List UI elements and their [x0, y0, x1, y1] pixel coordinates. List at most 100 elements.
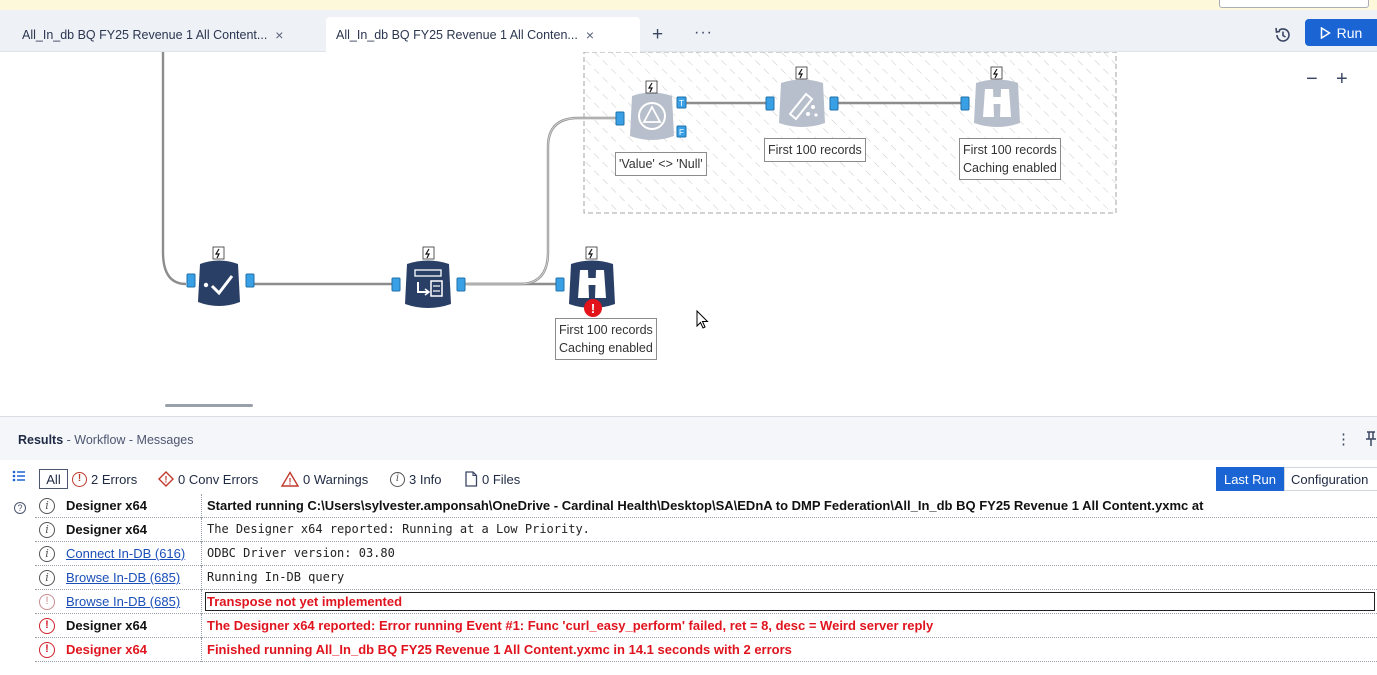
filter-files-label: 0 Files: [482, 471, 521, 487]
browse-in-db-annotation: First 100 records Caching enabled: [555, 318, 657, 360]
filter-all[interactable]: All: [39, 469, 68, 489]
error-icon: !: [39, 594, 55, 610]
notification-button[interactable]: [1219, 0, 1369, 8]
history-icon[interactable]: [1273, 25, 1293, 45]
workflow-tab-1[interactable]: All_In_db BQ FY25 Revenue 1 All Content.…: [12, 17, 324, 52]
message-row[interactable]: i Connect In-DB (616) ODBC Driver versio…: [35, 542, 1377, 566]
error-icon: !: [72, 471, 87, 487]
error-badge[interactable]: !: [584, 299, 602, 317]
error-icon: !: [39, 618, 55, 634]
message-text: The Designer x64 reported: Error running…: [207, 618, 934, 633]
close-icon[interactable]: ×: [275, 26, 284, 43]
filter-errors[interactable]: ! 2 Errors: [72, 469, 137, 489]
message-source: Designer x64: [66, 618, 147, 633]
pin-icon[interactable]: [1364, 431, 1377, 447]
results-menu-icon[interactable]: ⋮: [1336, 431, 1351, 448]
more-tabs-button[interactable]: ···: [694, 24, 713, 41]
browse-annotation-line2: Caching enabled: [963, 161, 1057, 175]
message-source: Designer x64: [66, 642, 147, 657]
results-pane-header: Results - Workflow - Messages ⋮: [0, 416, 1377, 460]
column-divider: [201, 614, 202, 638]
tab-label: All_In_db BQ FY25 Revenue 1 All Conten..…: [336, 27, 578, 42]
message-text: Finished running All_In_db BQ FY25 Reven…: [207, 642, 792, 657]
connection-highlight: [463, 117, 619, 285]
last-run-toggle[interactable]: Last Run: [1216, 467, 1284, 491]
workflow-tab-bar: All_In_db BQ FY25 Revenue 1 All Content.…: [0, 10, 1377, 52]
browse-annotation-line1: First 100 records: [963, 143, 1057, 157]
browse-annotation-line2: Caching enabled: [559, 341, 653, 355]
svg-text:!: !: [165, 475, 168, 485]
column-divider: [201, 566, 202, 590]
column-divider: [201, 590, 202, 614]
info-icon: i: [390, 471, 405, 487]
column-divider: [201, 518, 202, 542]
top-notification-strip: [0, 0, 1377, 10]
data-cleansing-tool[interactable]: [186, 246, 255, 306]
horizontal-scrollbar[interactable]: [165, 404, 253, 407]
message-source-link[interactable]: Connect In-DB (616): [66, 546, 186, 561]
warning-icon: !: [281, 471, 299, 487]
filter-tool-disabled[interactable]: T F: [615, 80, 687, 140]
mouse-cursor-icon: [696, 310, 709, 329]
help-icon[interactable]: ?: [14, 502, 26, 514]
conversion-error-icon: !: [158, 471, 174, 487]
column-divider: [201, 638, 202, 662]
message-text: The Designer x64 reported: Running at a …: [207, 522, 590, 536]
sample-annotation: First 100 records: [764, 138, 866, 162]
message-text: ODBC Driver version: 03.80: [207, 546, 395, 560]
filter-conv-errors[interactable]: ! 0 Conv Errors: [158, 469, 258, 489]
filter-errors-label: 2 Errors: [91, 471, 138, 487]
results-breadcrumb: Results - Workflow - Messages: [18, 433, 194, 447]
column-divider: [201, 494, 202, 518]
info-icon: i: [39, 570, 55, 586]
message-source: Designer x64: [66, 498, 147, 513]
message-row-selected[interactable]: ! Browse In-DB (685) Transpose not yet i…: [35, 590, 1377, 614]
message-source-link[interactable]: Browse In-DB (685): [66, 594, 181, 609]
list-view-icon[interactable]: [12, 470, 26, 482]
column-divider: [201, 542, 202, 566]
message-row[interactable]: ! Designer x64 The Designer x64 reported…: [35, 614, 1377, 638]
message-row[interactable]: i Designer x64 The Designer x64 reported…: [35, 518, 1377, 542]
in-db-tool[interactable]: [391, 246, 466, 308]
filter-conv-errors-label: 0 Conv Errors: [178, 471, 259, 487]
results-title: Results: [18, 433, 64, 447]
configuration-toggle[interactable]: Configuration: [1284, 467, 1377, 491]
tab-label: All_In_db BQ FY25 Revenue 1 All Content.…: [22, 27, 268, 42]
message-row[interactable]: ! Designer x64 Finished running All_In_d…: [35, 638, 1377, 662]
browse-in-db-tool[interactable]: [555, 246, 615, 308]
browse-tool-disabled[interactable]: [960, 66, 1020, 127]
message-text: Running In-DB query: [207, 570, 345, 584]
zoom-in-button[interactable]: +: [1336, 68, 1348, 90]
workflow-tab-2-active[interactable]: All_In_db BQ FY25 Revenue 1 All Conten..…: [326, 17, 640, 52]
message-text: Transpose not yet implemented: [205, 592, 1375, 611]
filter-info-label: 3 Info: [409, 471, 442, 487]
filter-info[interactable]: i 3 Info: [390, 469, 442, 489]
sample-tool-disabled[interactable]: [765, 66, 839, 127]
browse-annotation-line1: First 100 records: [559, 323, 653, 337]
play-icon: [1320, 26, 1331, 39]
new-tab-button[interactable]: +: [652, 24, 664, 45]
anchor-true-label: T: [679, 99, 684, 108]
zoom-out-button[interactable]: −: [1306, 68, 1318, 90]
run-label: Run: [1336, 24, 1363, 41]
error-icon: !: [39, 642, 55, 658]
message-source-link[interactable]: Browse In-DB (685): [66, 570, 181, 585]
error-badge-mark: !: [591, 301, 595, 316]
info-icon: i: [39, 498, 55, 514]
message-filter-bar: All ! 2 Errors ! 0 Conv Errors ! 0 Warni…: [0, 460, 1377, 494]
message-row[interactable]: i Designer x64 Started running C:\Users\…: [35, 494, 1377, 518]
filter-annotation: 'Value' <> 'Null': [615, 152, 707, 176]
run-button[interactable]: Run: [1305, 19, 1377, 46]
filter-warnings[interactable]: ! 0 Warnings: [281, 469, 368, 489]
message-row[interactable]: i Browse In-DB (685) Running In-DB query: [35, 566, 1377, 590]
results-path: - Workflow - Messages: [63, 433, 194, 447]
svg-text:!: !: [289, 477, 292, 487]
close-icon[interactable]: ×: [585, 26, 595, 43]
browse-annotation-top: First 100 records Caching enabled: [959, 138, 1061, 180]
message-source: Designer x64: [66, 522, 147, 537]
workflow-canvas[interactable]: ! T F: [0, 52, 1377, 416]
filter-files[interactable]: 0 Files: [464, 469, 520, 489]
anchor-false-label: F: [679, 128, 684, 137]
file-icon: [465, 471, 478, 487]
